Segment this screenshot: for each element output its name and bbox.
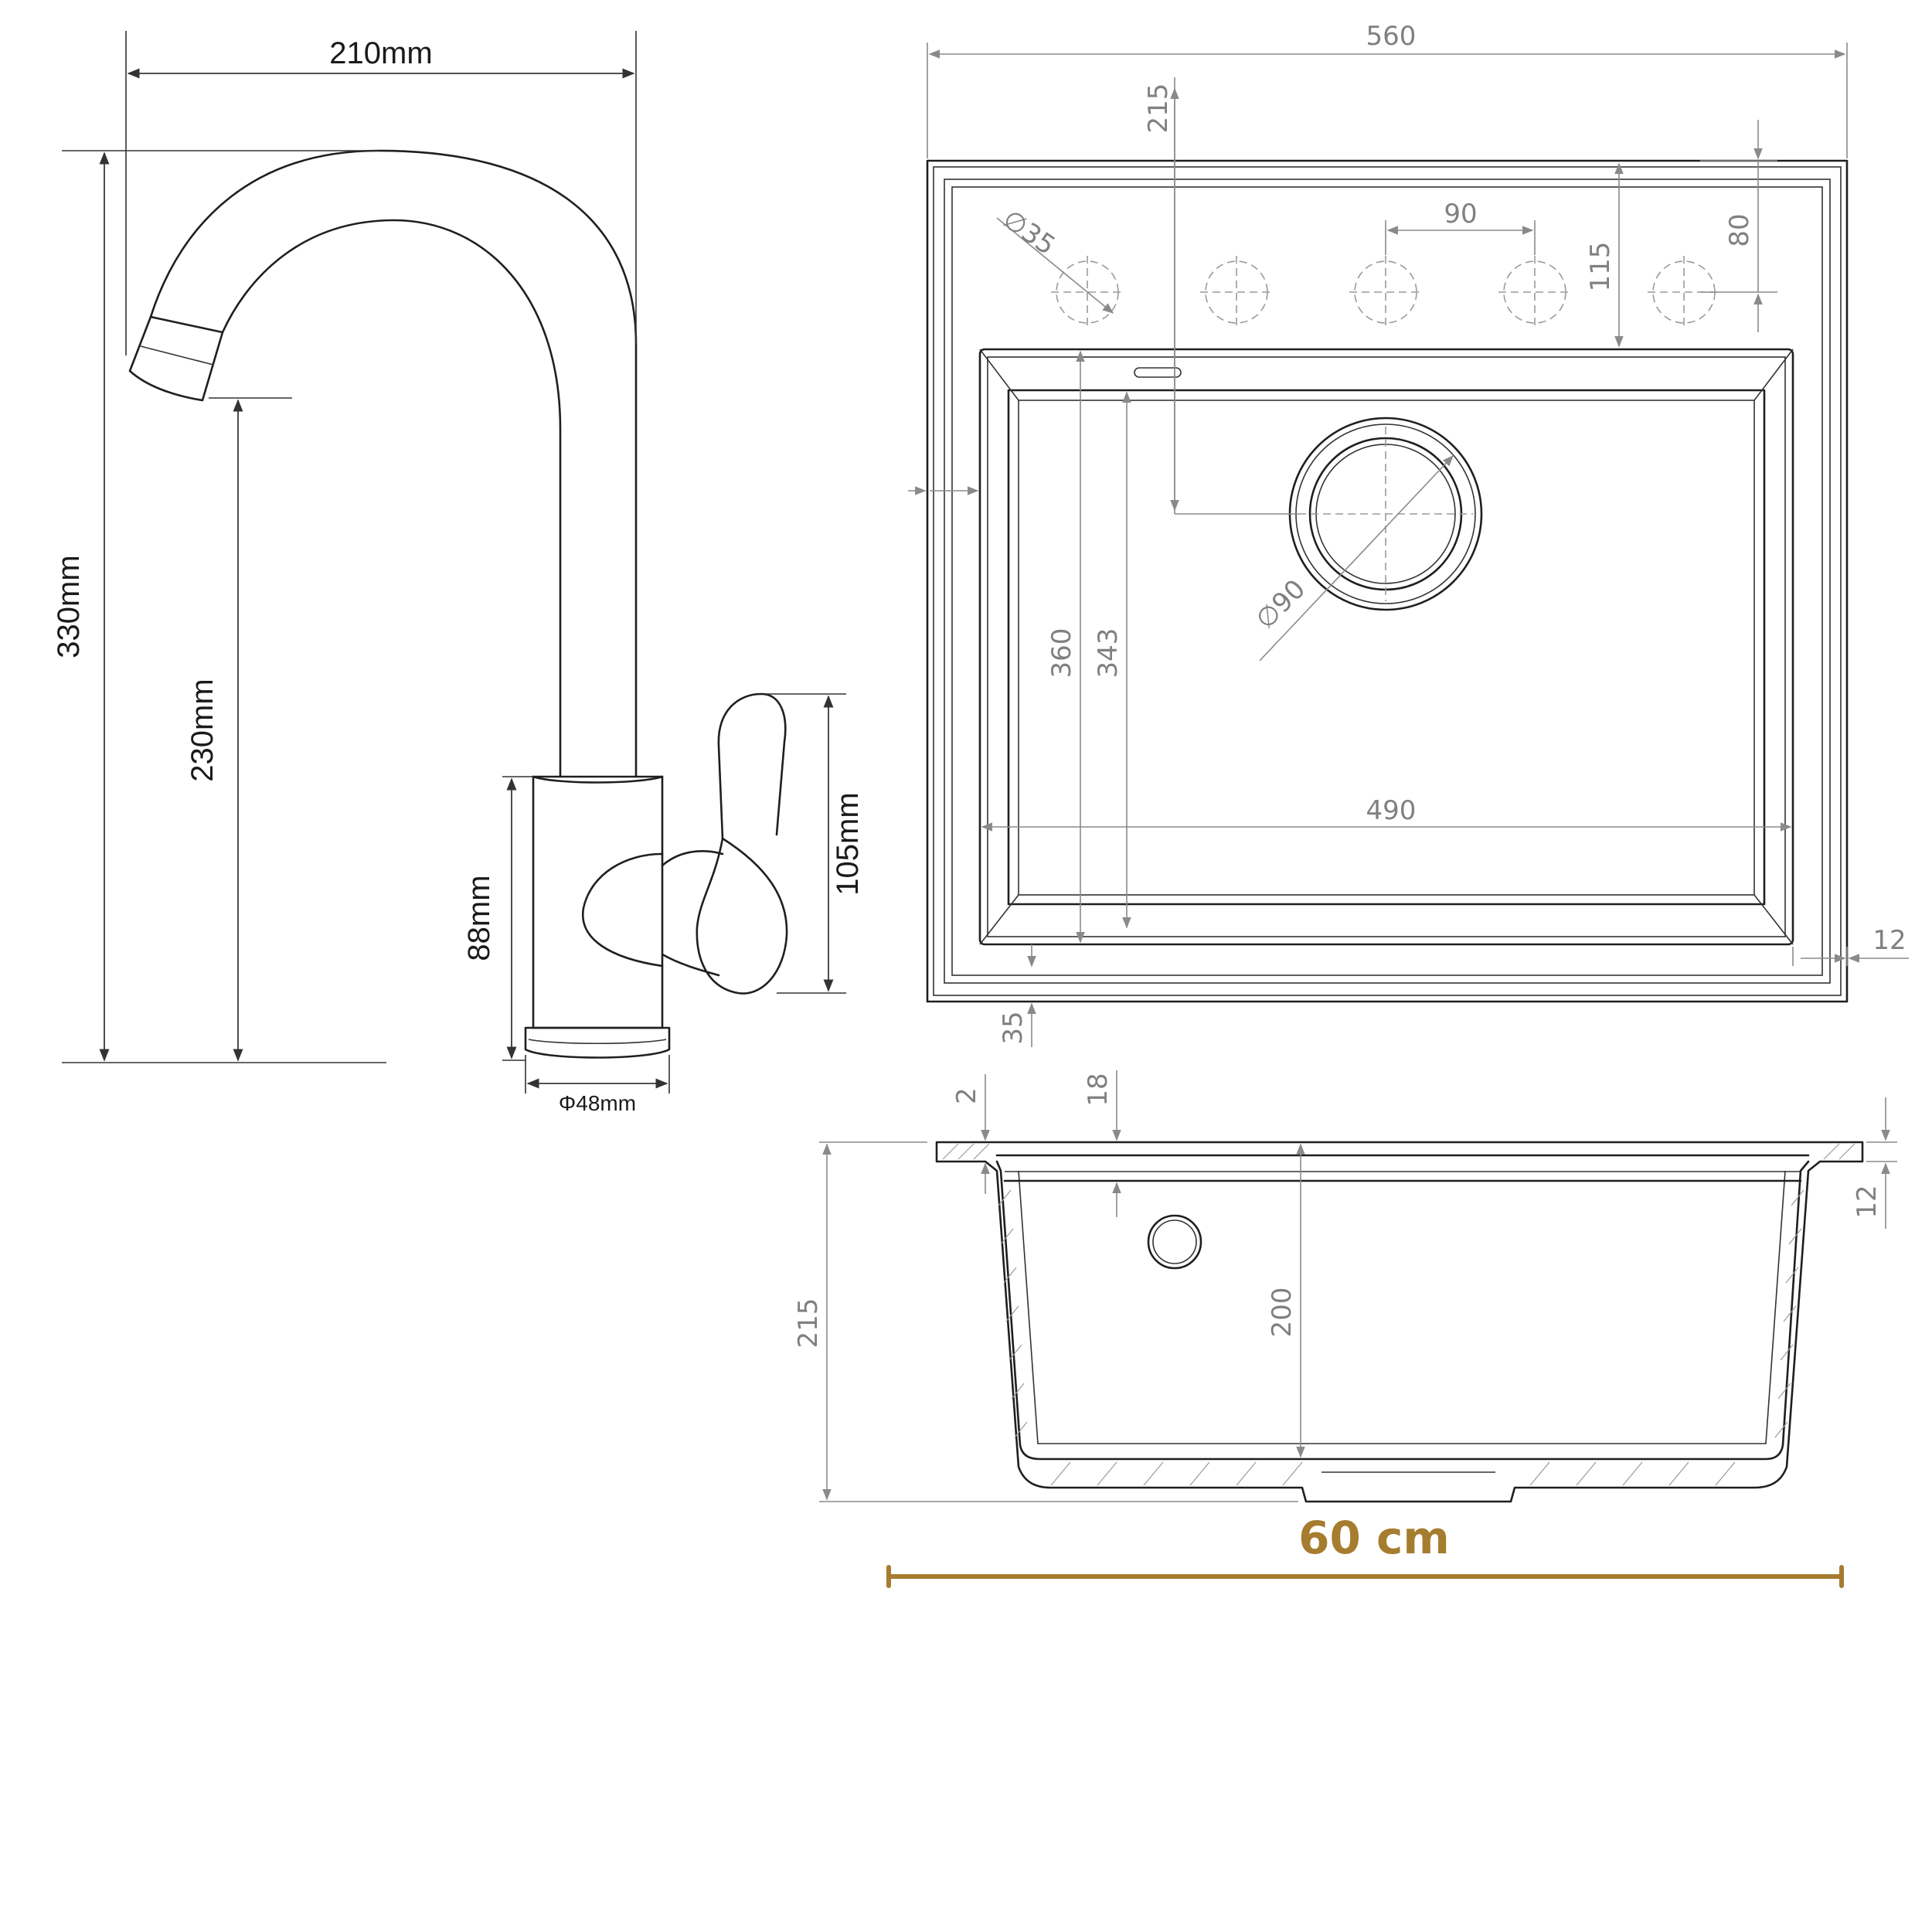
faucet-spout-inner xyxy=(221,219,562,778)
sink-width-label: 560 xyxy=(1366,21,1417,52)
section-inner-profile xyxy=(995,1160,1810,1461)
tap-row-offset-label: 115 xyxy=(1585,242,1616,292)
drain-diameter-label: ∅90 xyxy=(1250,573,1311,635)
scale-label: 60 cm xyxy=(1298,1512,1450,1564)
overflow-slot xyxy=(1134,367,1182,378)
section-hatching xyxy=(942,1143,1855,1486)
scale-bar: 60 cm xyxy=(886,1512,1844,1588)
tap-hole xyxy=(1498,256,1571,328)
sink-section-dimensions: 2 18 215 200 12 xyxy=(793,1070,1897,1502)
faucet-spout-height-label: 230mm xyxy=(185,679,219,781)
overflow-hole xyxy=(1147,1214,1202,1270)
sink-top-view xyxy=(926,159,1849,1003)
tap-holes xyxy=(1051,256,1720,328)
faucet-drawing xyxy=(128,149,788,1059)
faucet-body xyxy=(532,775,664,1029)
tap-hole xyxy=(1349,256,1422,328)
section-rim-thickness-label: 2 xyxy=(951,1087,982,1104)
rim-front-label: 35 xyxy=(998,1011,1029,1044)
bowl-width-label: 490 xyxy=(1366,795,1417,826)
faucet-handle-height-label: 105mm xyxy=(831,792,865,895)
tap-hole xyxy=(1051,256,1124,328)
sink-section-view xyxy=(935,1141,1864,1503)
faucet-base xyxy=(524,1026,671,1059)
bowl-inner-length-label: 343 xyxy=(1093,628,1124,679)
bowl-length-label: 360 xyxy=(1046,628,1077,679)
tap-spacing-label: 90 xyxy=(1444,199,1477,230)
tap-offset-label: 215 xyxy=(1143,83,1174,134)
faucet-base-height-label: 88mm xyxy=(462,875,496,961)
section-outer-profile xyxy=(935,1141,1864,1503)
sink-bowl-inner xyxy=(1007,389,1766,906)
sink-outer-rim xyxy=(926,159,1849,1003)
faucet-total-height-label: 330mm xyxy=(52,555,86,658)
section-flange-label: 12 xyxy=(1852,1185,1883,1218)
section-total-depth-label: 215 xyxy=(793,1298,824,1349)
tap-hole-diameter-label: ∅35 xyxy=(997,204,1061,262)
sink-top-dimensions: 560 215 ∅35 90 115 80 490 360 xyxy=(908,21,1909,1047)
rim-side-label: 12 xyxy=(1872,925,1906,956)
faucet-handle-boss xyxy=(581,852,664,968)
tap-edge-offset-label: 80 xyxy=(1724,213,1755,247)
faucet-handle-lever xyxy=(696,837,788,995)
faucet-dimensions: 210mm 330mm 230mm 88mm 105mm Φ48mm xyxy=(52,31,865,1115)
faucet-spout-outer xyxy=(149,149,638,778)
section-overflow-offset-label: 18 xyxy=(1083,1073,1114,1106)
faucet-width-label: 210mm xyxy=(329,36,432,70)
tap-hole xyxy=(1200,256,1273,328)
faucet-aerator xyxy=(128,315,224,402)
faucet-base-diameter-label: Φ48mm xyxy=(559,1091,636,1115)
sink-bowl-outer xyxy=(978,348,1794,946)
section-bowl-depth-label: 200 xyxy=(1267,1287,1298,1338)
